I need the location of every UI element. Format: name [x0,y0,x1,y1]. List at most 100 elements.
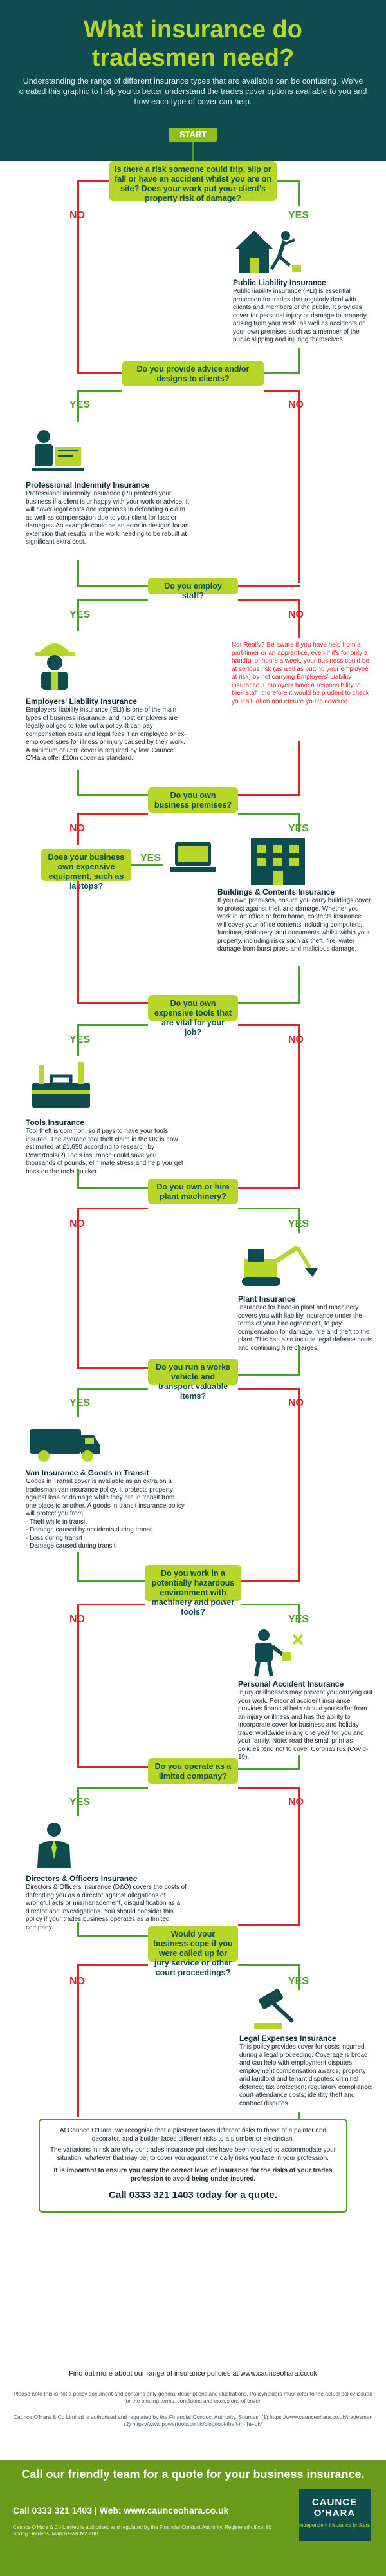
connector-line [77,794,148,796]
connector-line [77,1580,148,1582]
director-icon [37,1823,71,1868]
yes-line [298,180,300,206]
yes-label: YES [69,1034,91,1045]
connector-line [298,1346,300,1375]
connector-line [238,1002,300,1004]
van-insurance-heading: Van Insurance & Goods in Transit [26,1468,149,1477]
no-line [238,1388,299,1390]
footer-contact[interactable]: Call 0333 321 1403 | Web: www.caunceohar… [13,2505,229,2515]
no-label: NO [69,210,85,221]
yes-line [77,1388,148,1390]
yes-line [277,180,299,182]
gavel-icon [254,1989,295,2029]
yes-line [238,1964,299,1966]
no-label: NO [69,823,85,834]
question-9: Do you operate as a limited company? [148,1758,238,1784]
yes-line [238,813,299,815]
yes-line [77,1388,79,1417]
connector-line [77,770,79,795]
personal-accident-heading: Personal Accident Insurance [238,1680,344,1689]
professional-indemnity-text: Professional indemnity insurance (PI) pr… [26,490,190,545]
connector-line [77,1187,148,1189]
no-line [238,1187,300,1189]
no-label: NO [288,399,304,410]
legal-expenses-heading: Legal Expenses Insurance [239,2034,336,2043]
yes-line [77,599,148,601]
question-8: Do you work in a potentially hazardous e… [145,1565,241,1616]
yes-line [77,599,79,631]
yes-line [298,1604,300,1623]
personal-accident-text: Injury or illnesses may prevent you carr… [238,1689,372,1761]
question-7: Do you run a works vehicle and transport… [148,1359,238,1401]
call-to-action: Call 0333 321 1403 today for a quote. [109,2190,277,2201]
no-line [77,180,109,182]
yes-label: YES [288,210,309,221]
connector-line [77,1169,79,1188]
worker-hardhat-icon [35,643,75,690]
more-info-link[interactable]: Find out more about our range of insuran… [69,2370,317,2378]
yes-line [77,390,122,392]
no-label: NO [69,1614,85,1625]
no-line [77,881,79,1003]
no-label: NO [288,1034,304,1045]
no-label: NO [288,1797,304,1808]
caunce-ohara-logo: CAUNCE O'HARA Independent insurance brok… [299,2489,371,2541]
no-line [238,1024,299,1026]
directors-officers-text: Directors & Officers insurance (D&O) cov… [26,1884,187,1931]
no-line [298,741,300,795]
yes-label: YES [69,609,91,620]
intro-text: Understanding the range of different ins… [19,77,367,106]
connector-line [77,1552,79,1581]
professional-indemnity-heading: Professional Indemnity Insurance [26,480,150,489]
no-line [298,599,300,638]
summary-box: At Caunce O'Hara, we recognise that a pl… [39,2119,347,2213]
employers-liability-heading: Employers' Liability Insurance [26,697,137,706]
no-line [298,1024,300,1188]
question-3: Do you employ staff? [148,578,238,600]
tools-insurance-heading: Tools Insurance [26,1118,85,1127]
connector-line [192,142,194,161]
employers-liability-text: Employers' liability insurance (ELI) is … [26,706,187,762]
connector-line [238,1374,300,1376]
yes-line [241,1604,299,1605]
yes-line [77,1787,79,1816]
connector-line [77,1922,79,1937]
plant-insurance-text: Insurance for hired-in plant and machine… [238,1304,372,1352]
no-line [264,390,299,392]
no-label: NO [69,1218,85,1229]
no-label: NO [288,609,304,620]
yes-label: YES [140,853,161,864]
yes-label: YES [288,823,309,834]
yes-line [298,1208,300,1233]
no-line [238,1580,300,1582]
digger-icon [242,1245,318,1286]
footer-cta: Call our friendly team for a quote for y… [21,2468,365,2481]
no-line [77,1604,145,1605]
yes-line [238,1208,299,1209]
directors-officers-heading: Directors & Officers Insurance [26,1874,138,1883]
question-2: Do you provide advice and/or designs to … [122,361,264,386]
legal-expenses-text: This policy provides cover for costs inc… [239,2043,373,2107]
question-4b: Does your business own expensive equipme… [41,849,131,891]
connector-line [298,1755,300,1769]
no-line [238,794,300,796]
logo-line-2: O'HARA [313,2508,356,2519]
yes-line [77,1787,148,1789]
summary-text-1: At Caunce O'Hara, we recognise that a pl… [59,2127,327,2143]
connector-line [77,585,148,587]
yes-label: YES [288,1614,309,1625]
plant-insurance-heading: Plant Insurance [238,1294,296,1303]
tools-insurance-text: Tool theft is common, so it pays to have… [26,1128,183,1175]
no-line [77,1208,79,1368]
no-line [238,599,299,601]
no-line [77,372,122,374]
connector-line [264,372,300,374]
yes-line [77,390,79,422]
office-building-icon [251,838,305,885]
yes-label: YES [288,1218,309,1229]
no-line [298,1388,300,1581]
no-line [77,1964,148,1966]
van-icon [30,1429,100,1462]
logo-tagline: Independent insurance brokers [299,2523,371,2528]
yes-label: YES [69,1397,91,1408]
